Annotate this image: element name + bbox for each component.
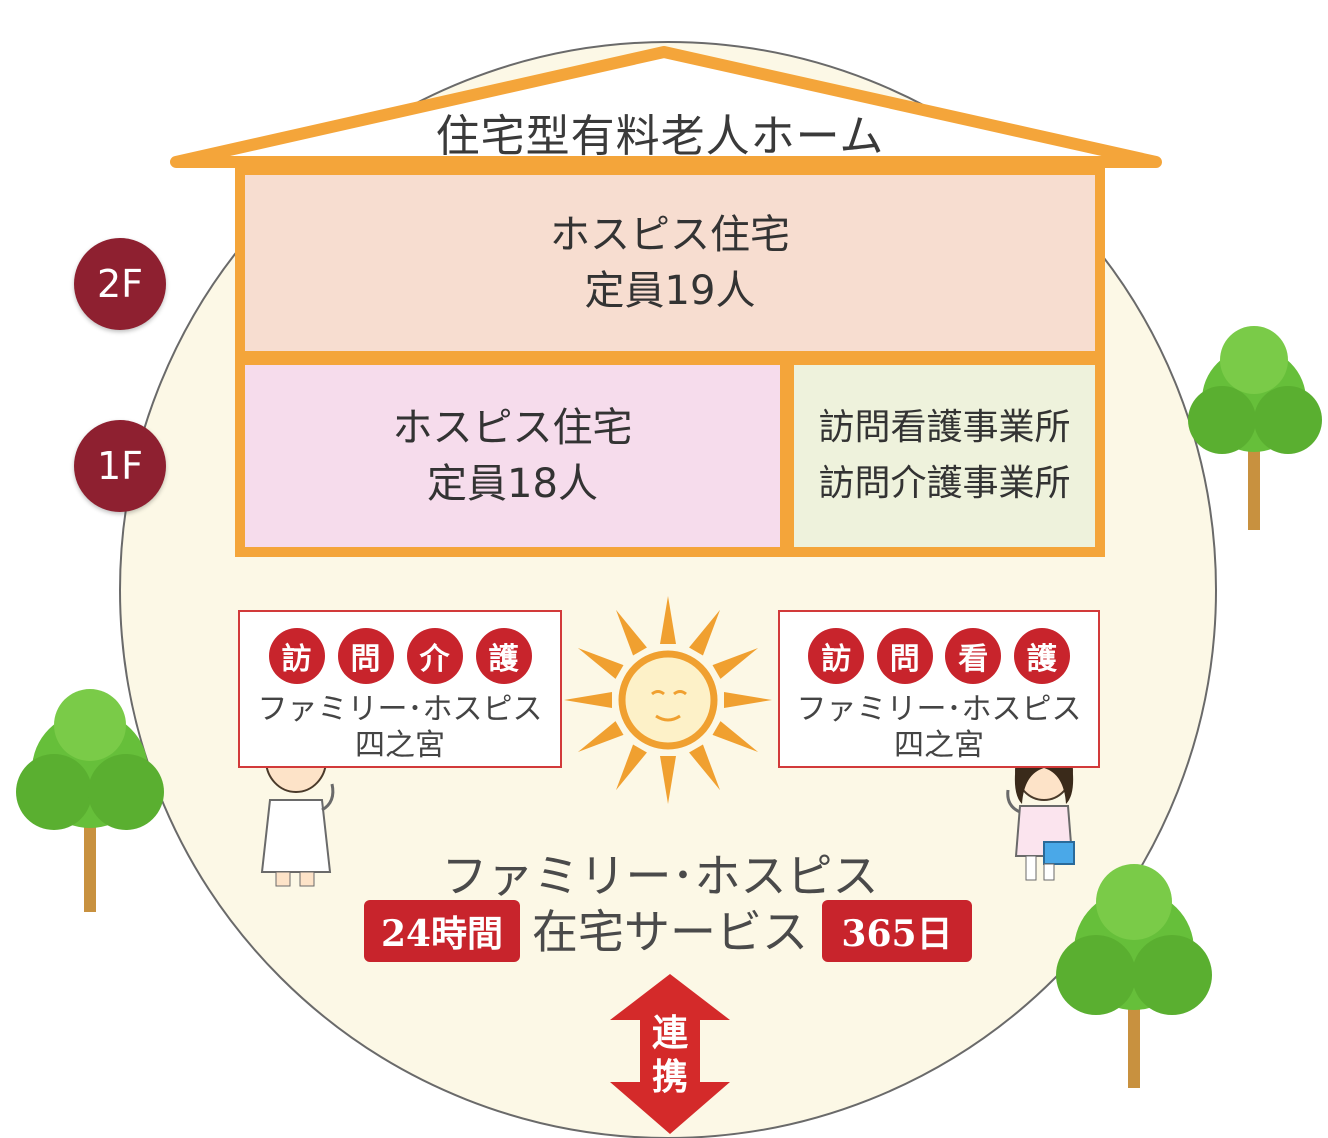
service-provider-name: ファミリー･ホスピス 四之宮: [257, 692, 543, 763]
tree-icon: [1056, 864, 1212, 1088]
floor-2-room: [235, 165, 1105, 361]
floor-1-right-room-label: 訪問看護事業所 訪問介護事業所: [794, 365, 1095, 547]
service-char: 護: [1013, 628, 1070, 684]
service-char: 問: [876, 628, 933, 684]
tree-icon: [1188, 326, 1322, 530]
service-char: 問: [337, 628, 394, 684]
sun-icon: [564, 596, 772, 804]
service-provider-name: ファミリー･ホスピス 四之宮: [796, 692, 1082, 763]
office-name: 訪問看護事業所: [818, 407, 1071, 448]
room-capacity: 定員18人: [427, 461, 598, 507]
floor-1-left-room-label: ホスピス住宅 定員18人: [245, 365, 780, 547]
floor-1-badge: 1F: [74, 420, 166, 512]
floor-2-room-label: ホスピス住宅 定員19人: [245, 175, 1095, 351]
office-name: 訪問介護事業所: [818, 463, 1071, 504]
room-name: ホスピス住宅: [392, 405, 633, 451]
home-service-label: 在宅サービス: [532, 905, 808, 959]
room-name: ホスピス住宅: [550, 212, 790, 258]
tree-icon: [16, 689, 164, 912]
cooperation-label: 連 携: [651, 1013, 688, 1098]
service-char: 訪: [808, 628, 865, 684]
home-nursing-service-box: 訪 問 看 護 ファミリー･ホスピス 四之宮: [778, 610, 1100, 768]
service-char: 介: [406, 628, 463, 684]
building-title: 住宅型有料老人ホーム: [435, 111, 885, 162]
cooperation-arrow: [610, 974, 730, 1134]
service-char: 看: [945, 628, 1002, 684]
room-capacity: 定員19人: [584, 268, 756, 314]
service-char: 護: [475, 628, 532, 684]
floor-1-right-room: [784, 355, 1105, 557]
days-tag: 365日: [822, 900, 972, 962]
organization-name: ファミリー･ホスピス: [441, 849, 879, 903]
hours-tag: 24時間: [364, 900, 520, 962]
home-care-service-box: 訪 問 介 護 ファミリー･ホスピス 四之宮: [238, 610, 562, 768]
floor-2-badge: 2F: [74, 238, 166, 330]
floor-1-left-room: [235, 355, 790, 557]
roof: [170, 46, 1162, 168]
service-char: 訪: [268, 628, 325, 684]
